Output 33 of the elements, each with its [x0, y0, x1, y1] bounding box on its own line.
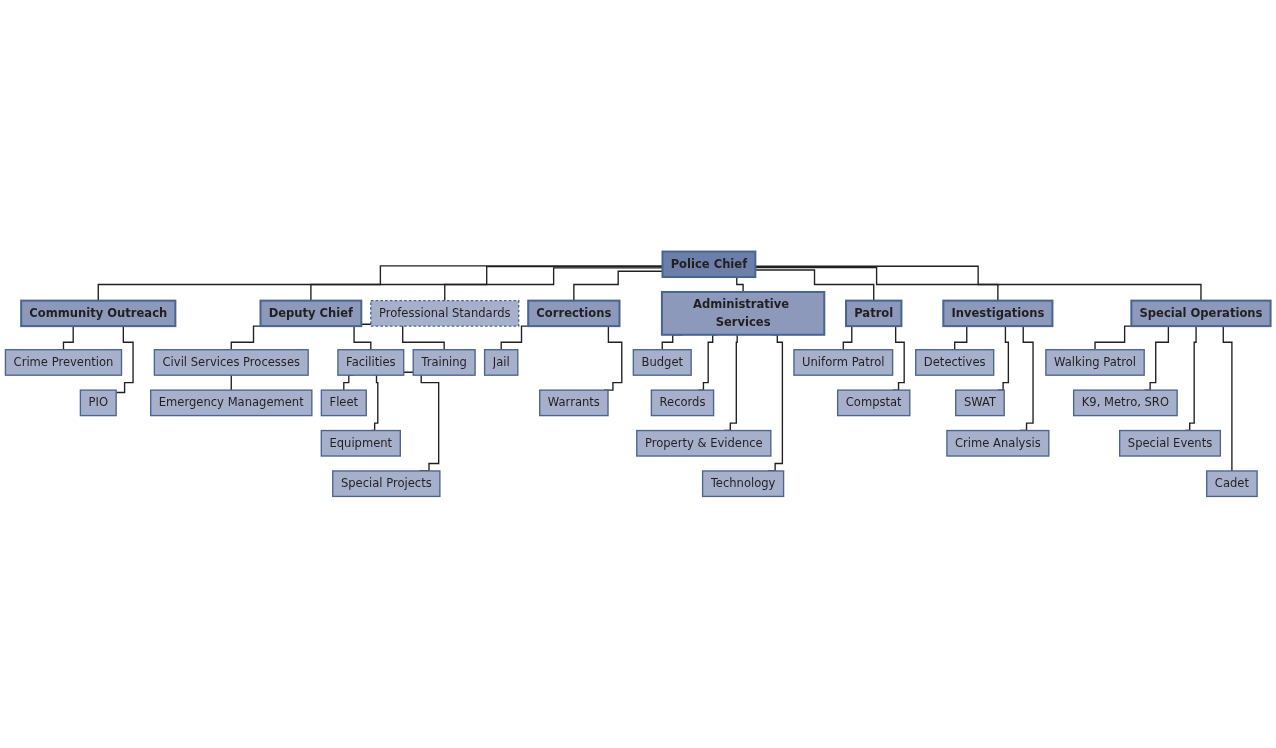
node-box: Fleet: [320, 389, 367, 417]
node-box: SWAT: [955, 389, 1005, 417]
node-box: Special Events: [1119, 429, 1222, 457]
node-box: Emergency Management: [150, 389, 313, 417]
node-box: PIO: [79, 389, 117, 417]
node-box: Special Operations: [1130, 299, 1272, 328]
node-box: Investigations: [942, 299, 1054, 328]
node-box: Technology: [701, 470, 785, 498]
node-box: Special Projects: [332, 470, 441, 498]
node-box: Patrol: [845, 299, 903, 328]
node-box: Walking Patrol: [1045, 349, 1145, 376]
node-box: Uniform Patrol: [793, 349, 894, 376]
node-box: Equipment: [320, 429, 401, 457]
node-box: Training: [412, 349, 476, 376]
node-box: Professional Standards: [370, 299, 520, 327]
node-box: Property & Evidence: [636, 429, 772, 457]
node-box: Corrections: [527, 299, 621, 328]
node-box: Crime Analysis: [946, 429, 1050, 457]
node-box: Civil Services Processes: [153, 349, 309, 376]
node-box: Detectives: [915, 349, 995, 376]
node-box: Warrants: [539, 389, 609, 417]
node-box: Records: [650, 389, 715, 417]
node-box: Deputy Chief: [259, 299, 363, 328]
node-box: K9, Metro, SRO: [1072, 389, 1178, 417]
node-box: Administrative Services: [660, 290, 826, 336]
node-box: Jail: [483, 349, 519, 376]
node-box: Facilities: [337, 349, 405, 376]
node-box: Police Chief: [661, 250, 757, 279]
node-box: Crime Prevention: [4, 349, 123, 376]
node-box: Budget: [632, 349, 692, 376]
node-box: Community Outreach: [20, 299, 177, 328]
node-box: Compstat: [836, 389, 911, 417]
node-box: Cadet: [1206, 470, 1258, 498]
